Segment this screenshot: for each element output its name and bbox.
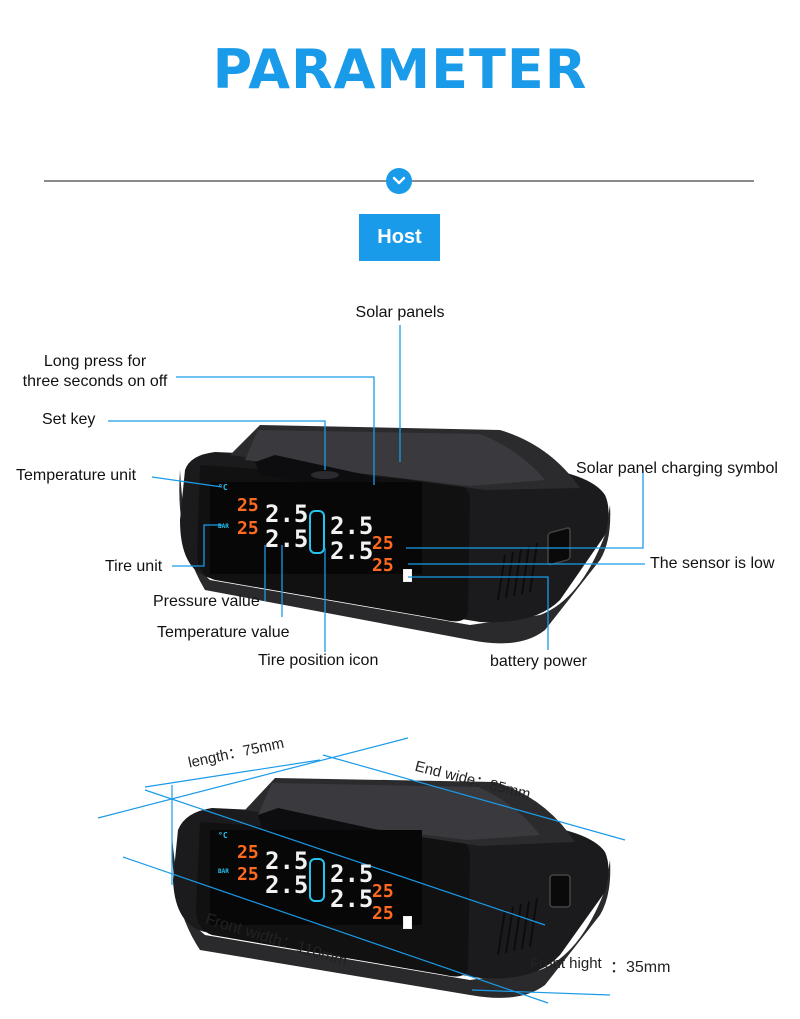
leader-lines xyxy=(108,325,645,652)
label-sensor-low: The sensor is low xyxy=(650,555,775,572)
device2-side-vents xyxy=(497,897,538,956)
battery-icon xyxy=(403,569,412,582)
label-long-press-line1: Long press for xyxy=(43,353,147,370)
label-long-press-line2: three seconds on off xyxy=(22,373,168,390)
leader-long-press xyxy=(176,376,375,485)
chevron-down-icon xyxy=(386,168,412,194)
leader-battery xyxy=(408,576,549,650)
temp-reading-rear-right: 25 xyxy=(372,555,394,576)
device2-lcd-display xyxy=(210,830,422,925)
pressure-reading-front-right: 2.5 xyxy=(330,512,374,540)
device2-battery-icon xyxy=(403,916,412,929)
tire-unit-symbol: BAR xyxy=(218,523,229,530)
dim-line-length-1 xyxy=(97,737,409,819)
temp-reading-front-left: 25 xyxy=(237,495,259,516)
usb-port xyxy=(547,527,571,566)
label-set-key: Set key xyxy=(42,411,96,428)
label-pressure-value: Pressure value xyxy=(153,593,260,610)
dimension-front-hight-label: Front hight xyxy=(530,955,602,972)
device2-temp-reading-front-right: 25 xyxy=(372,881,394,902)
device2-temp-reading-front-left: 25 xyxy=(237,842,259,863)
device-body-side xyxy=(179,470,611,644)
dim-line-end-wide xyxy=(322,754,626,841)
temperature-unit-symbol: °C xyxy=(218,483,228,492)
device2-solar-glass xyxy=(258,783,540,840)
page-title: PARAMETER xyxy=(212,38,588,101)
device2-tire-position-icon xyxy=(309,858,325,902)
dim-line-length-2 xyxy=(144,759,321,788)
temp-reading-front-right: 25 xyxy=(372,533,394,554)
leader-tire-unit xyxy=(172,524,222,567)
label-tire-unit: Tire unit xyxy=(105,558,163,575)
leader-solar-charging xyxy=(406,469,644,549)
label-temperature-value: Temperature value xyxy=(157,624,290,641)
lcd-display xyxy=(210,482,422,574)
label-temperature-unit: Temperature unit xyxy=(16,467,137,484)
dimension-front-hight-value: ：35mm xyxy=(610,959,671,976)
device2-temp-reading-rear-right: 25 xyxy=(372,903,394,924)
label-solar-panels: Solar panels xyxy=(355,304,445,321)
label-battery-power: battery power xyxy=(490,653,587,670)
dim-line-front-top xyxy=(144,789,546,926)
leader-temperature-unit xyxy=(151,476,223,488)
tire-position-icon xyxy=(309,510,325,554)
device2-temperature-unit-symbol: °C xyxy=(218,831,228,840)
leader-set-key xyxy=(108,420,326,470)
dim-line-front-height xyxy=(471,989,611,996)
pressure-reading-front-left: 2.5 xyxy=(265,500,309,528)
set-key-button xyxy=(311,471,339,479)
pressure-reading-rear-left: 2.5 xyxy=(265,525,309,553)
temp-reading-rear-left: 25 xyxy=(237,518,259,539)
device2-temp-reading-rear-left: 25 xyxy=(237,864,259,885)
label-tire-position-icon: Tire position icon xyxy=(258,652,379,669)
device2-tire-unit-symbol: BAR xyxy=(218,868,229,875)
device2-pressure-reading-rear-right: 2.5 xyxy=(330,885,374,913)
device2-body-side xyxy=(171,835,611,998)
device2-pressure-reading-front-right: 2.5 xyxy=(330,860,374,888)
device2-pressure-reading-rear-left: 2.5 xyxy=(265,871,309,899)
label-solar-charging-symbol: Solar panel charging symbol xyxy=(576,460,778,477)
device-host-illustration xyxy=(179,425,611,644)
device2-usb-port xyxy=(549,874,571,908)
pressure-reading-rear-right: 2.5 xyxy=(330,537,374,565)
solar-panel-glass xyxy=(245,430,545,486)
device2-pressure-reading-front-left: 2.5 xyxy=(265,847,309,875)
host-section-badge: Host xyxy=(359,214,440,261)
dim-line-front-width xyxy=(122,856,549,1004)
